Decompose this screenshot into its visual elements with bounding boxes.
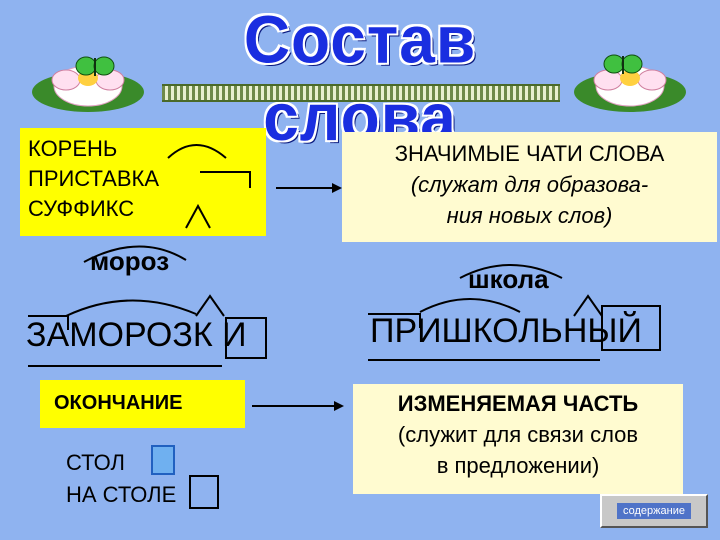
changeable-part-title: ИЗМЕНЯЕМАЯ ЧАСТЬ <box>397 391 639 416</box>
contents-button[interactable]: содержание <box>600 494 708 528</box>
ending-box-mark-i <box>225 317 267 359</box>
suffix-mark-n <box>573 294 603 317</box>
prefix-label: ПРИСТАВКА <box>28 166 160 191</box>
root-arc-mark <box>167 144 227 159</box>
butterfly-icon <box>603 54 643 74</box>
prefix-mark <box>200 171 251 188</box>
prefix-mark-za <box>28 315 69 330</box>
ending-box: ОКОНЧАНИЕ <box>40 380 245 428</box>
ending-label: ОКОНЧАНИЕ <box>54 392 183 414</box>
zero-ending-mark <box>151 445 175 475</box>
arrow-right-icon <box>252 401 344 411</box>
meaningful-parts-line2: (служат для образова- <box>410 172 649 197</box>
changeable-part-box: ИЗМЕНЯЕМАЯ ЧАСТЬ (служит для связи слов … <box>353 384 683 494</box>
changeable-part-line2: (служит для связи слов <box>397 422 639 447</box>
contents-button-label: содержание <box>617 503 691 519</box>
ending-example-1: СТОЛ <box>66 450 125 475</box>
meaningful-parts-box: ЗНАЧИМЫЕ ЧАТИ СЛОВА (служат для образова… <box>342 132 717 242</box>
ending-box-mark-yi <box>601 305 661 351</box>
suffix-mark-k <box>195 294 225 317</box>
root-arc-shkola <box>459 264 563 279</box>
lotus-flower-icon <box>574 65 686 112</box>
word-example-prishkolny: ПРИШКОЛЬНЫЙ <box>370 312 642 350</box>
root-arc-prishkolny <box>419 298 521 313</box>
word-example-zamorozki: ЗАМОРОЗК И <box>26 316 247 354</box>
root-example-moroz: мороз <box>90 246 170 276</box>
root-arc-zamorozki <box>65 299 197 317</box>
ending-mark-e <box>189 475 219 509</box>
changeable-part-line3: в предложении) <box>436 453 600 478</box>
morpheme-legend-box: КОРЕНЬ ПРИСТАВКА СУФФИКС <box>20 128 266 236</box>
decorative-stripe <box>162 84 560 102</box>
root-arc-moroz <box>83 245 187 263</box>
root-label: КОРЕНЬ <box>28 136 118 161</box>
butterfly-icon <box>75 56 115 76</box>
meaningful-parts-title: ЗНАЧИМЫЕ ЧАТИ СЛОВА <box>394 141 665 166</box>
prefix-mark-pri <box>368 313 421 328</box>
ending-example-2: НА СТОЛЕ <box>66 482 177 507</box>
arrow-right-icon <box>276 183 342 193</box>
suffix-label: СУФФИКС <box>28 196 135 221</box>
meaningful-parts-line3: ния новых слов) <box>446 203 613 228</box>
suffix-mark <box>185 203 211 229</box>
